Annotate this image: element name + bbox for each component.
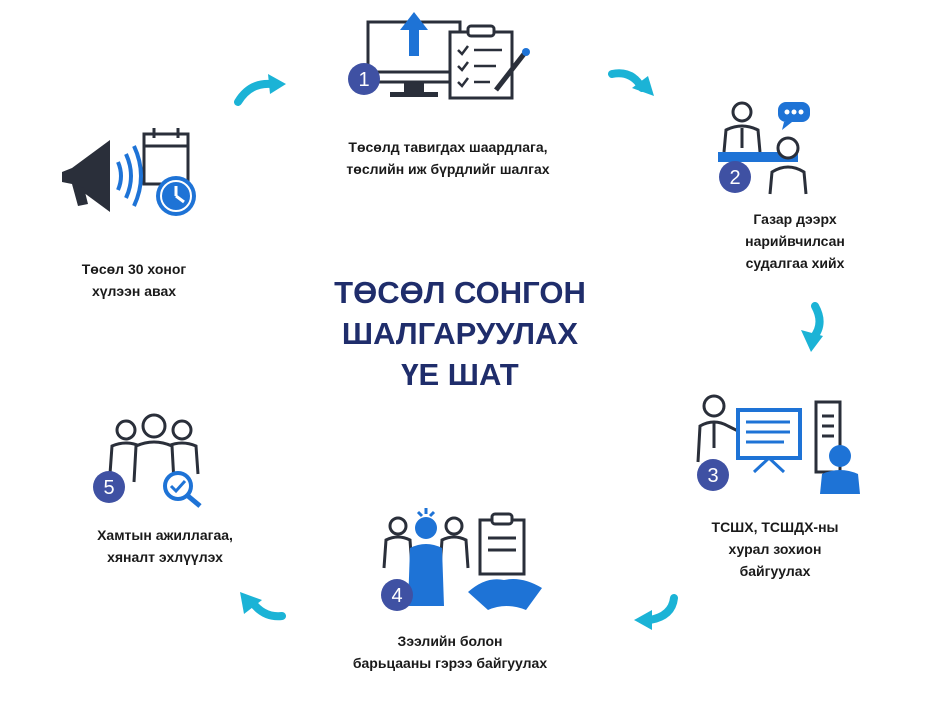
step-number-badge: 3 xyxy=(697,459,729,491)
step3-caption: ТСШХ, ТСШДХ-ны хурал зохион байгуулах xyxy=(690,516,860,582)
title-line-1: ТӨСӨЛ СОНГОН xyxy=(334,275,586,310)
handshake-agreement-icon xyxy=(382,508,542,610)
svg-text:5: 5 xyxy=(103,477,114,499)
team-review-icon xyxy=(108,413,202,508)
title-line-3: ҮЕ ШАТ xyxy=(401,357,519,392)
step4-caption-line: барьцааны гэрээ байгуулах xyxy=(352,655,548,671)
step4-caption: Зээлийн болон барьцааны гэрээ байгуулах xyxy=(330,630,570,674)
step1-caption-line: Төсөлд тавигдах шаардлага, xyxy=(348,139,548,155)
cycle-arrow-icon xyxy=(608,69,654,96)
cycle-arrow-icon xyxy=(801,302,824,352)
megaphone-icon xyxy=(62,128,196,216)
presentation-icon xyxy=(696,394,860,494)
step2-caption-line: нарийвчилсан xyxy=(745,233,845,249)
center-title: ТӨСӨЛ СОНГОН ШАЛГАРУУЛАХ ҮЕ ШАТ xyxy=(300,272,620,395)
monitor-checklist-icon xyxy=(366,12,530,100)
cycle-arrow-icon xyxy=(240,592,286,621)
step2-caption-line: судалгаа хийх xyxy=(745,255,845,271)
step1-caption: Төсөлд тавигдах шаардлага, төслийн иж бү… xyxy=(318,136,578,180)
step5-caption-line: Хамтын ажиллагаа, xyxy=(97,527,233,543)
svg-text:4: 4 xyxy=(391,585,402,607)
step2-caption: Газар дээрх нарийвчилсан судалгаа хийх xyxy=(720,208,870,274)
announce-caption-line: Төсөл 30 хоног xyxy=(81,261,187,277)
cycle-arrow-icon xyxy=(634,594,678,630)
step3-caption-line: хурал зохион xyxy=(728,541,822,557)
announce-caption: Төсөл 30 хоног хүлээн авах xyxy=(54,258,214,302)
step-number-badge: 1 xyxy=(348,63,380,95)
step3-caption-line: байгуулах xyxy=(739,563,811,579)
cycle-arrow-icon xyxy=(234,74,286,106)
step5-caption-line: хяналт эхлүүлэх xyxy=(107,549,223,565)
step-number-badge: 5 xyxy=(93,471,125,503)
step5-caption: Хамтын ажиллагаа, хяналт эхлүүлэх xyxy=(60,524,270,568)
title-line-2: ШАЛГАРУУЛАХ xyxy=(341,316,579,351)
svg-text:2: 2 xyxy=(729,167,740,189)
step4-caption-line: Зээлийн болон xyxy=(397,633,503,649)
step1-caption-line: төслийн иж бүрдлийг шалгах xyxy=(346,161,550,177)
step-number-badge: 4 xyxy=(381,579,413,611)
svg-text:3: 3 xyxy=(707,465,718,487)
step2-caption-line: Газар дээрх xyxy=(753,211,837,227)
step3-caption-line: ТСШХ, ТСШДХ-ны xyxy=(711,519,839,535)
svg-text:1: 1 xyxy=(358,69,369,91)
step-number-badge: 2 xyxy=(719,161,751,193)
announce-caption-line: хүлээн авах xyxy=(91,283,177,299)
meeting-people-icon xyxy=(718,101,810,195)
